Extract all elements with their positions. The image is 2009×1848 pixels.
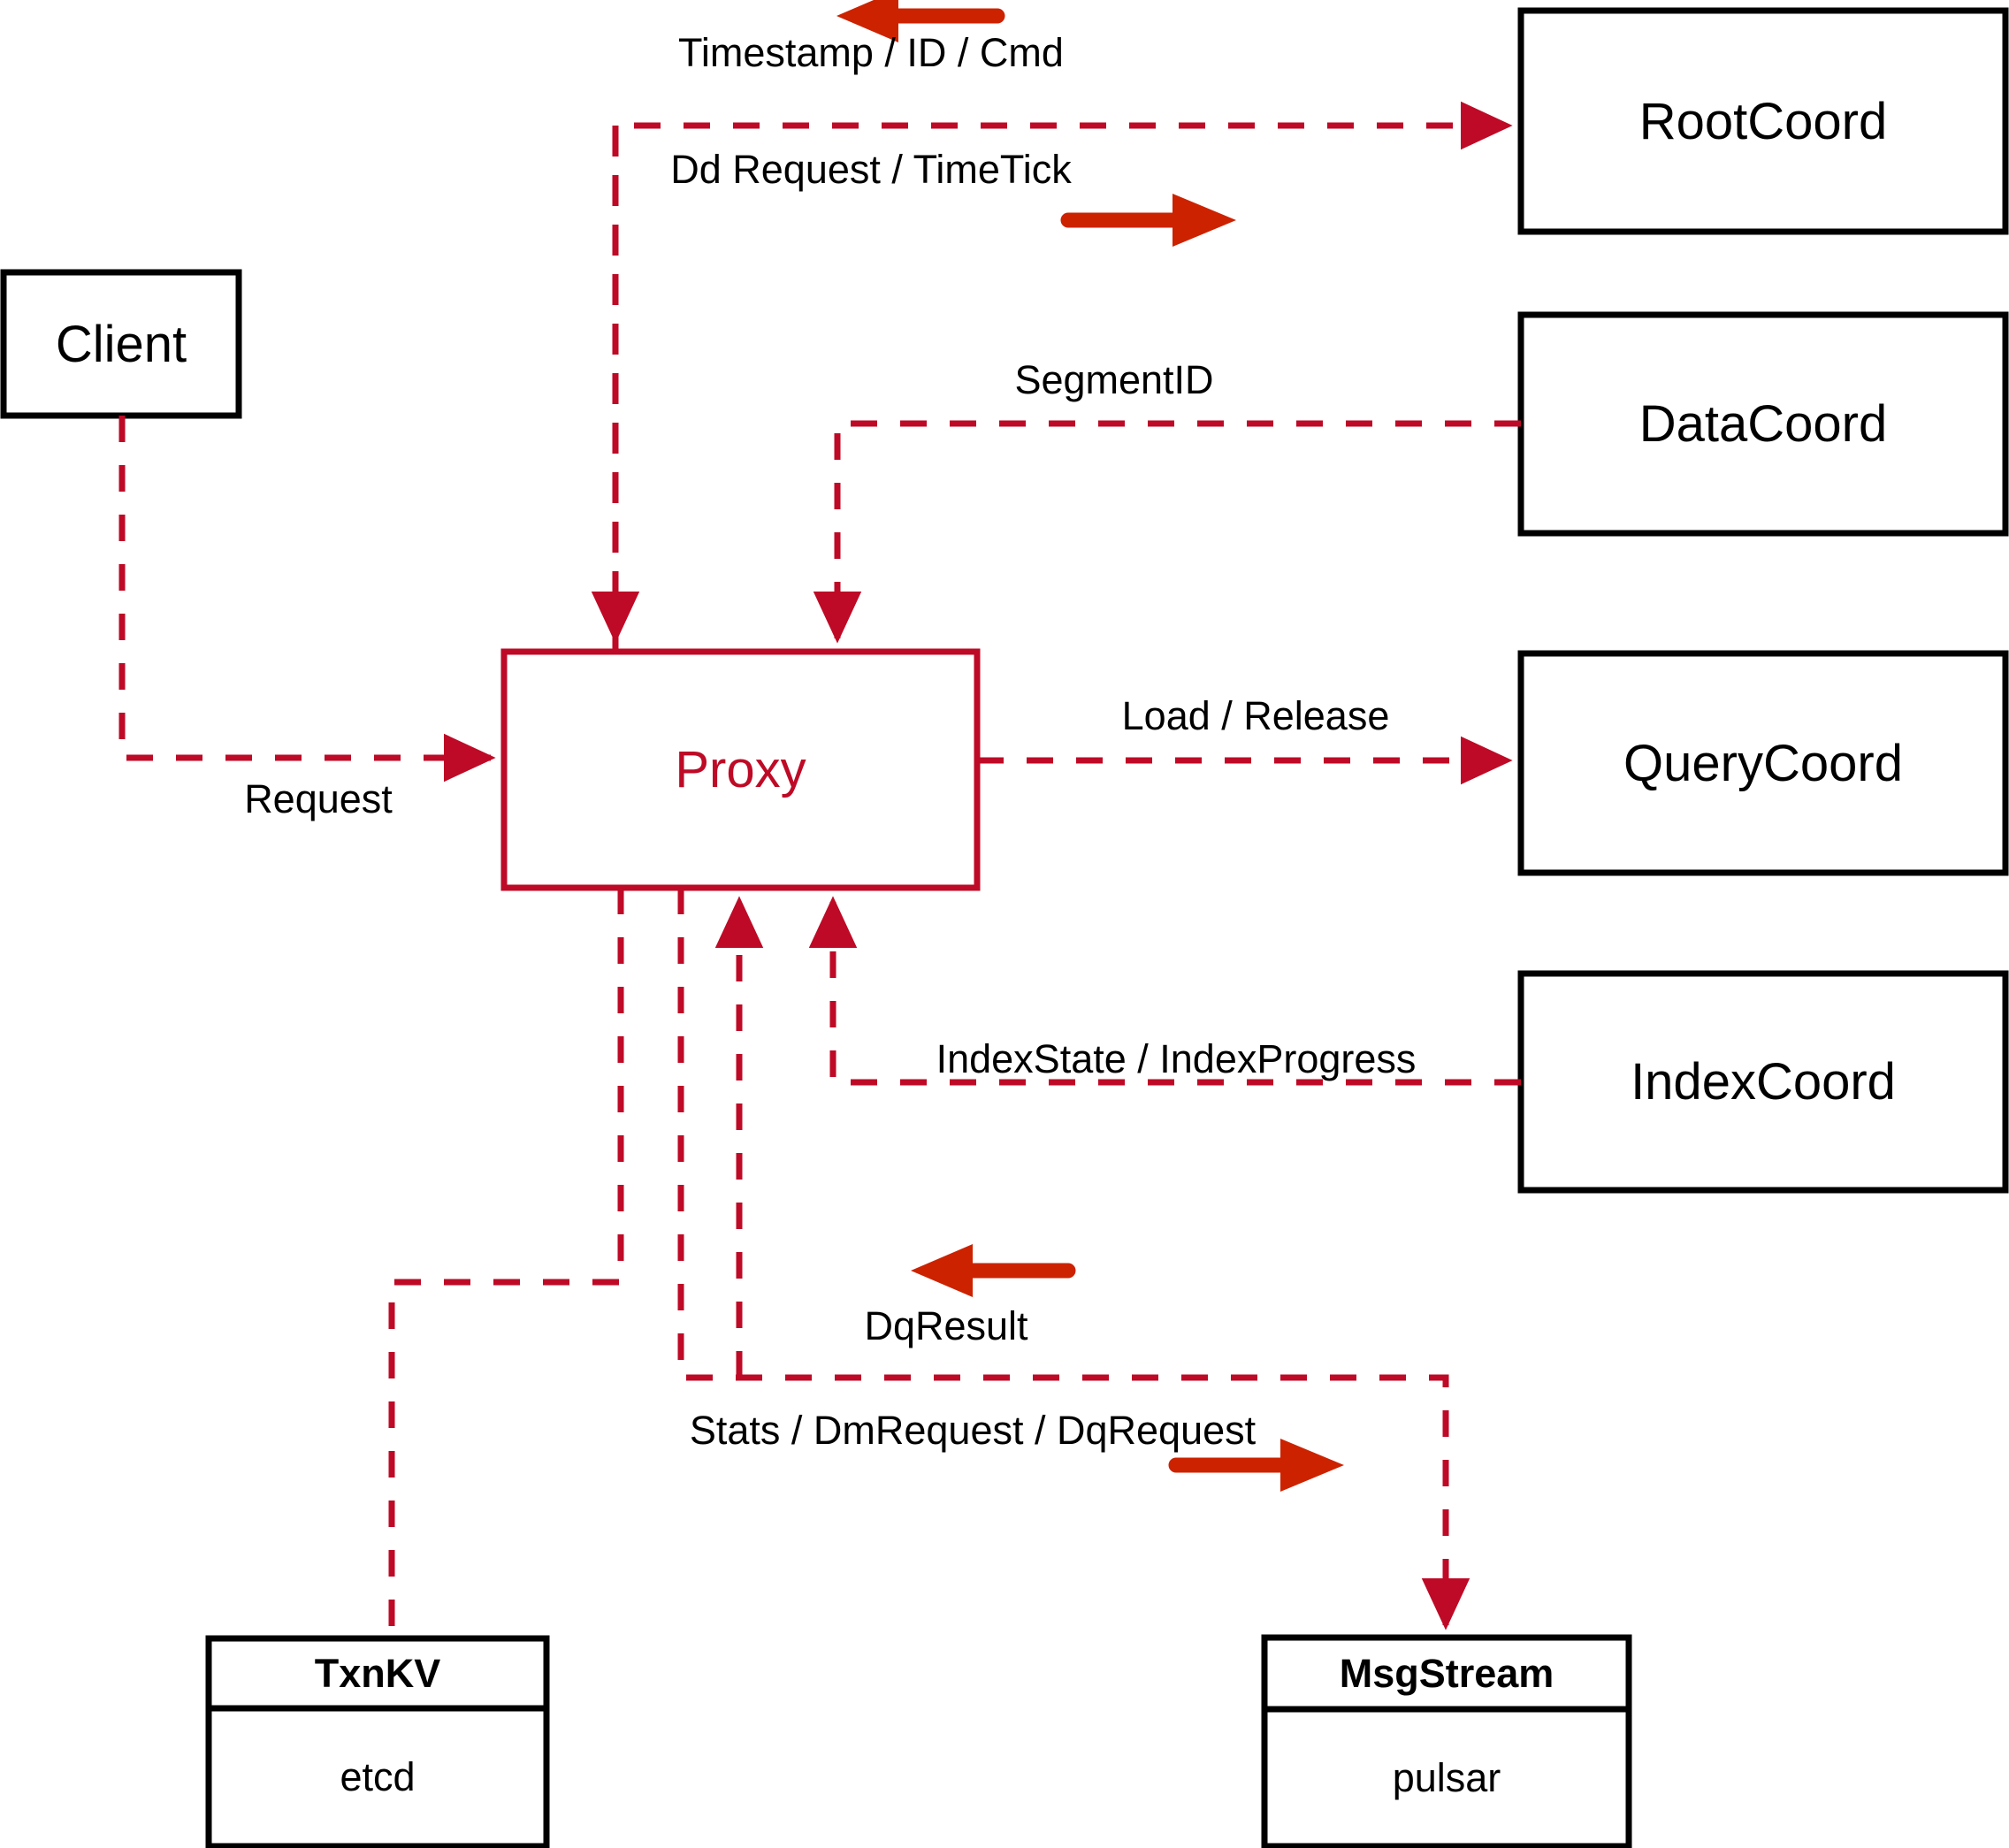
node-box-proxy[interactable]: [500, 648, 981, 891]
node-box-rootcoord[interactable]: [1517, 7, 2009, 235]
edge-label-segmentid: SegmentID: [884, 354, 1344, 407]
edge-label-dqresult: DqResult: [769, 1300, 1123, 1353]
edge-label-dd-request-timetick: Dd Request / TimeTick: [539, 143, 1203, 196]
node-box-querycoord[interactable]: [1517, 650, 2009, 876]
node-box-client[interactable]: [0, 269, 242, 419]
node-box-msgstream[interactable]: [1261, 1634, 1632, 1848]
edge-label-indexstate-indexprogress-text: IndexState / IndexProgress: [936, 1036, 1417, 1081]
edge-datacoord-proxy: [813, 420, 1521, 644]
edge-label-request-text: Request: [244, 776, 393, 821]
edge-label-load-release-text: Load / Release: [1121, 693, 1390, 738]
node-box-indexcoord[interactable]: [1517, 970, 2009, 1194]
edge-label-timestamp-id-cmd-text: Timestamp / ID / Cmd: [678, 30, 1064, 75]
edge-label-request: Request: [159, 773, 477, 826]
edge-label-dd-request-timetick-text: Dd Request / TimeTick: [670, 147, 1072, 192]
edge-proxy-txnkv: [388, 888, 624, 1638]
edge-label-stats-dmrequest-dqrequest: Stats / DmRequest / DqRequest: [619, 1404, 1326, 1457]
edge-label-load-release: Load / Release: [1008, 690, 1503, 743]
node-box-datacoord[interactable]: [1517, 311, 2009, 537]
arrow-dd-request-timetick-icon: [1060, 194, 1236, 247]
edge-label-indexstate-indexprogress: IndexState / IndexProgress: [867, 1033, 1486, 1086]
edge-indexcoord-proxy: [808, 896, 1521, 1086]
edge-label-segmentid-text: SegmentID: [1014, 357, 1214, 402]
arrow-dqresult-icon: [911, 1244, 1076, 1297]
edge-proxy-msgstream: [677, 888, 1470, 1630]
arrow-stats-dmrequest-dqrequest-icon: [1168, 1439, 1344, 1492]
node-box-txnkv[interactable]: [205, 1635, 550, 1848]
edge-label-stats-dmrequest-dqrequest-text: Stats / DmRequest / DqRequest: [689, 1408, 1257, 1453]
arrow-timestamp-id-cmd-icon: [836, 0, 1005, 42]
edge-label-timestamp-id-cmd: Timestamp / ID / Cmd: [539, 27, 1203, 80]
edge-label-dqresult-text: DqResult: [864, 1303, 1028, 1348]
edge-client-proxy: [118, 416, 496, 783]
